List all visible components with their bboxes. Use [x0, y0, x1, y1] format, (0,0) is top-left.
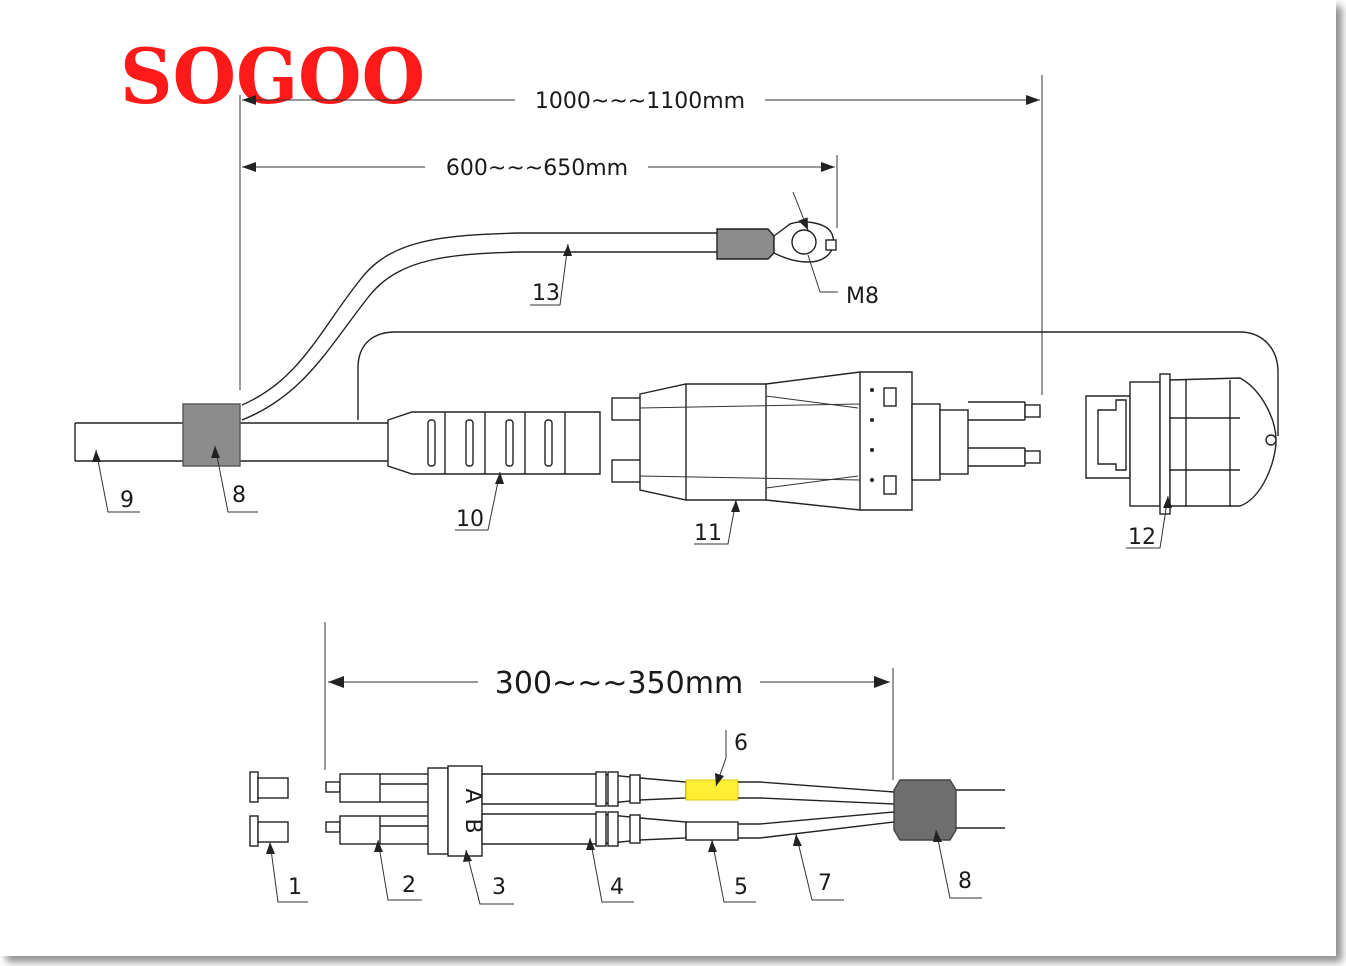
label-3: 3 [492, 875, 506, 900]
yellow-marker-sleeve [685, 779, 739, 801]
dimension-ground-wire: 600~~~650mm [242, 156, 835, 181]
top-leaders: 9 8 10 11 12 13 [92, 243, 1172, 550]
breakout-length-label: 300~~~350mm [495, 666, 743, 701]
label-2: 2 [402, 873, 416, 898]
dimension-total-length: 1000~~~1100mm [242, 89, 1040, 114]
ring-terminal: M8 [716, 191, 879, 309]
connector-housing [611, 371, 1041, 511]
sogoo-logo: SOGOO [120, 32, 425, 121]
dimension-breakout: 300~~~350mm [328, 666, 890, 701]
label-9: 9 [120, 488, 134, 513]
bottom-leaders: 1 2 3 4 5 6 7 8 [266, 730, 982, 905]
label-8-top: 8 [232, 483, 246, 508]
label-7: 7 [818, 871, 832, 896]
label-11: 11 [694, 521, 722, 546]
splitter-bottom [893, 779, 1005, 841]
m8-label: M8 [846, 284, 879, 309]
lc-ferrules [325, 773, 431, 845]
breakout-fibers [738, 781, 895, 839]
tube-sleeve [685, 821, 739, 841]
duplex-clip: A B [427, 765, 485, 857]
clip-letter-a: A [460, 788, 485, 803]
ground-wire-length-label: 600~~~650mm [446, 156, 628, 181]
connector-boot [387, 411, 601, 475]
dust-caps [249, 771, 289, 847]
label-4: 4 [610, 875, 624, 900]
label-1: 1 [288, 875, 302, 900]
splitter-top [182, 403, 241, 467]
label-12: 12 [1128, 525, 1156, 550]
lc-boots [481, 771, 687, 847]
protective-loop-cable [357, 331, 1279, 436]
label-5: 5 [734, 875, 748, 900]
ground-wire [241, 232, 718, 421]
label-13: 13 [532, 281, 560, 306]
protective-cap [1085, 373, 1277, 515]
label-8-bottom: 8 [958, 869, 972, 894]
label-6: 6 [734, 731, 748, 756]
label-10: 10 [456, 507, 484, 532]
total-length-label: 1000~~~1100mm [535, 89, 745, 114]
clip-letter-b: B [460, 818, 485, 833]
